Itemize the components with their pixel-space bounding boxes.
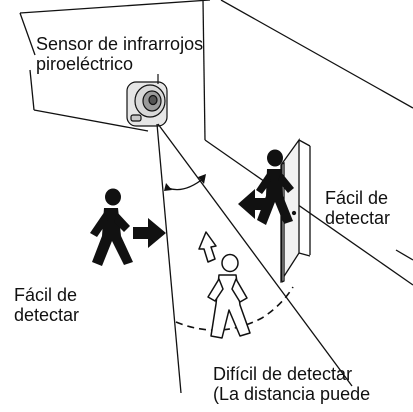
detection-lines <box>156 123 353 394</box>
left-label-line-2: detectar <box>14 305 80 325</box>
bottom-label-line-1: Difícil de detectar <box>213 364 353 384</box>
dashed-range-arc <box>175 286 294 331</box>
center-up-arrow-icon <box>198 231 217 263</box>
right-arrow-icon <box>238 189 270 219</box>
center-walking-person-icon <box>207 253 251 339</box>
sensor-label-line-2: piroeléctrico <box>36 54 134 74</box>
sensor-label: Sensor de infrarrojos piroeléctrico <box>36 34 203 74</box>
left-arrow-icon <box>133 218 166 248</box>
right-label-line-2: detectar <box>325 208 391 228</box>
room-walls <box>19 0 413 286</box>
right-detect-label: Fácil de detectar <box>325 188 390 228</box>
left-label-line-1: Fácil de <box>14 285 78 305</box>
angle-arrow-icon <box>164 174 206 191</box>
right-label-line-1: Fácil de <box>325 188 389 208</box>
right-walking-person-icon <box>256 149 294 225</box>
bottom-label-line-2: (La distancia puede <box>213 384 371 404</box>
hard-to-detect-label: Difícil de detectar (La distancia puede <box>213 364 370 404</box>
sensor-label-line-1: Sensor de infrarrojos <box>36 34 204 54</box>
left-detect-label: Fácil de detectar <box>14 285 79 325</box>
left-walking-person-icon <box>90 188 133 266</box>
infrared-sensor-icon <box>126 74 168 127</box>
